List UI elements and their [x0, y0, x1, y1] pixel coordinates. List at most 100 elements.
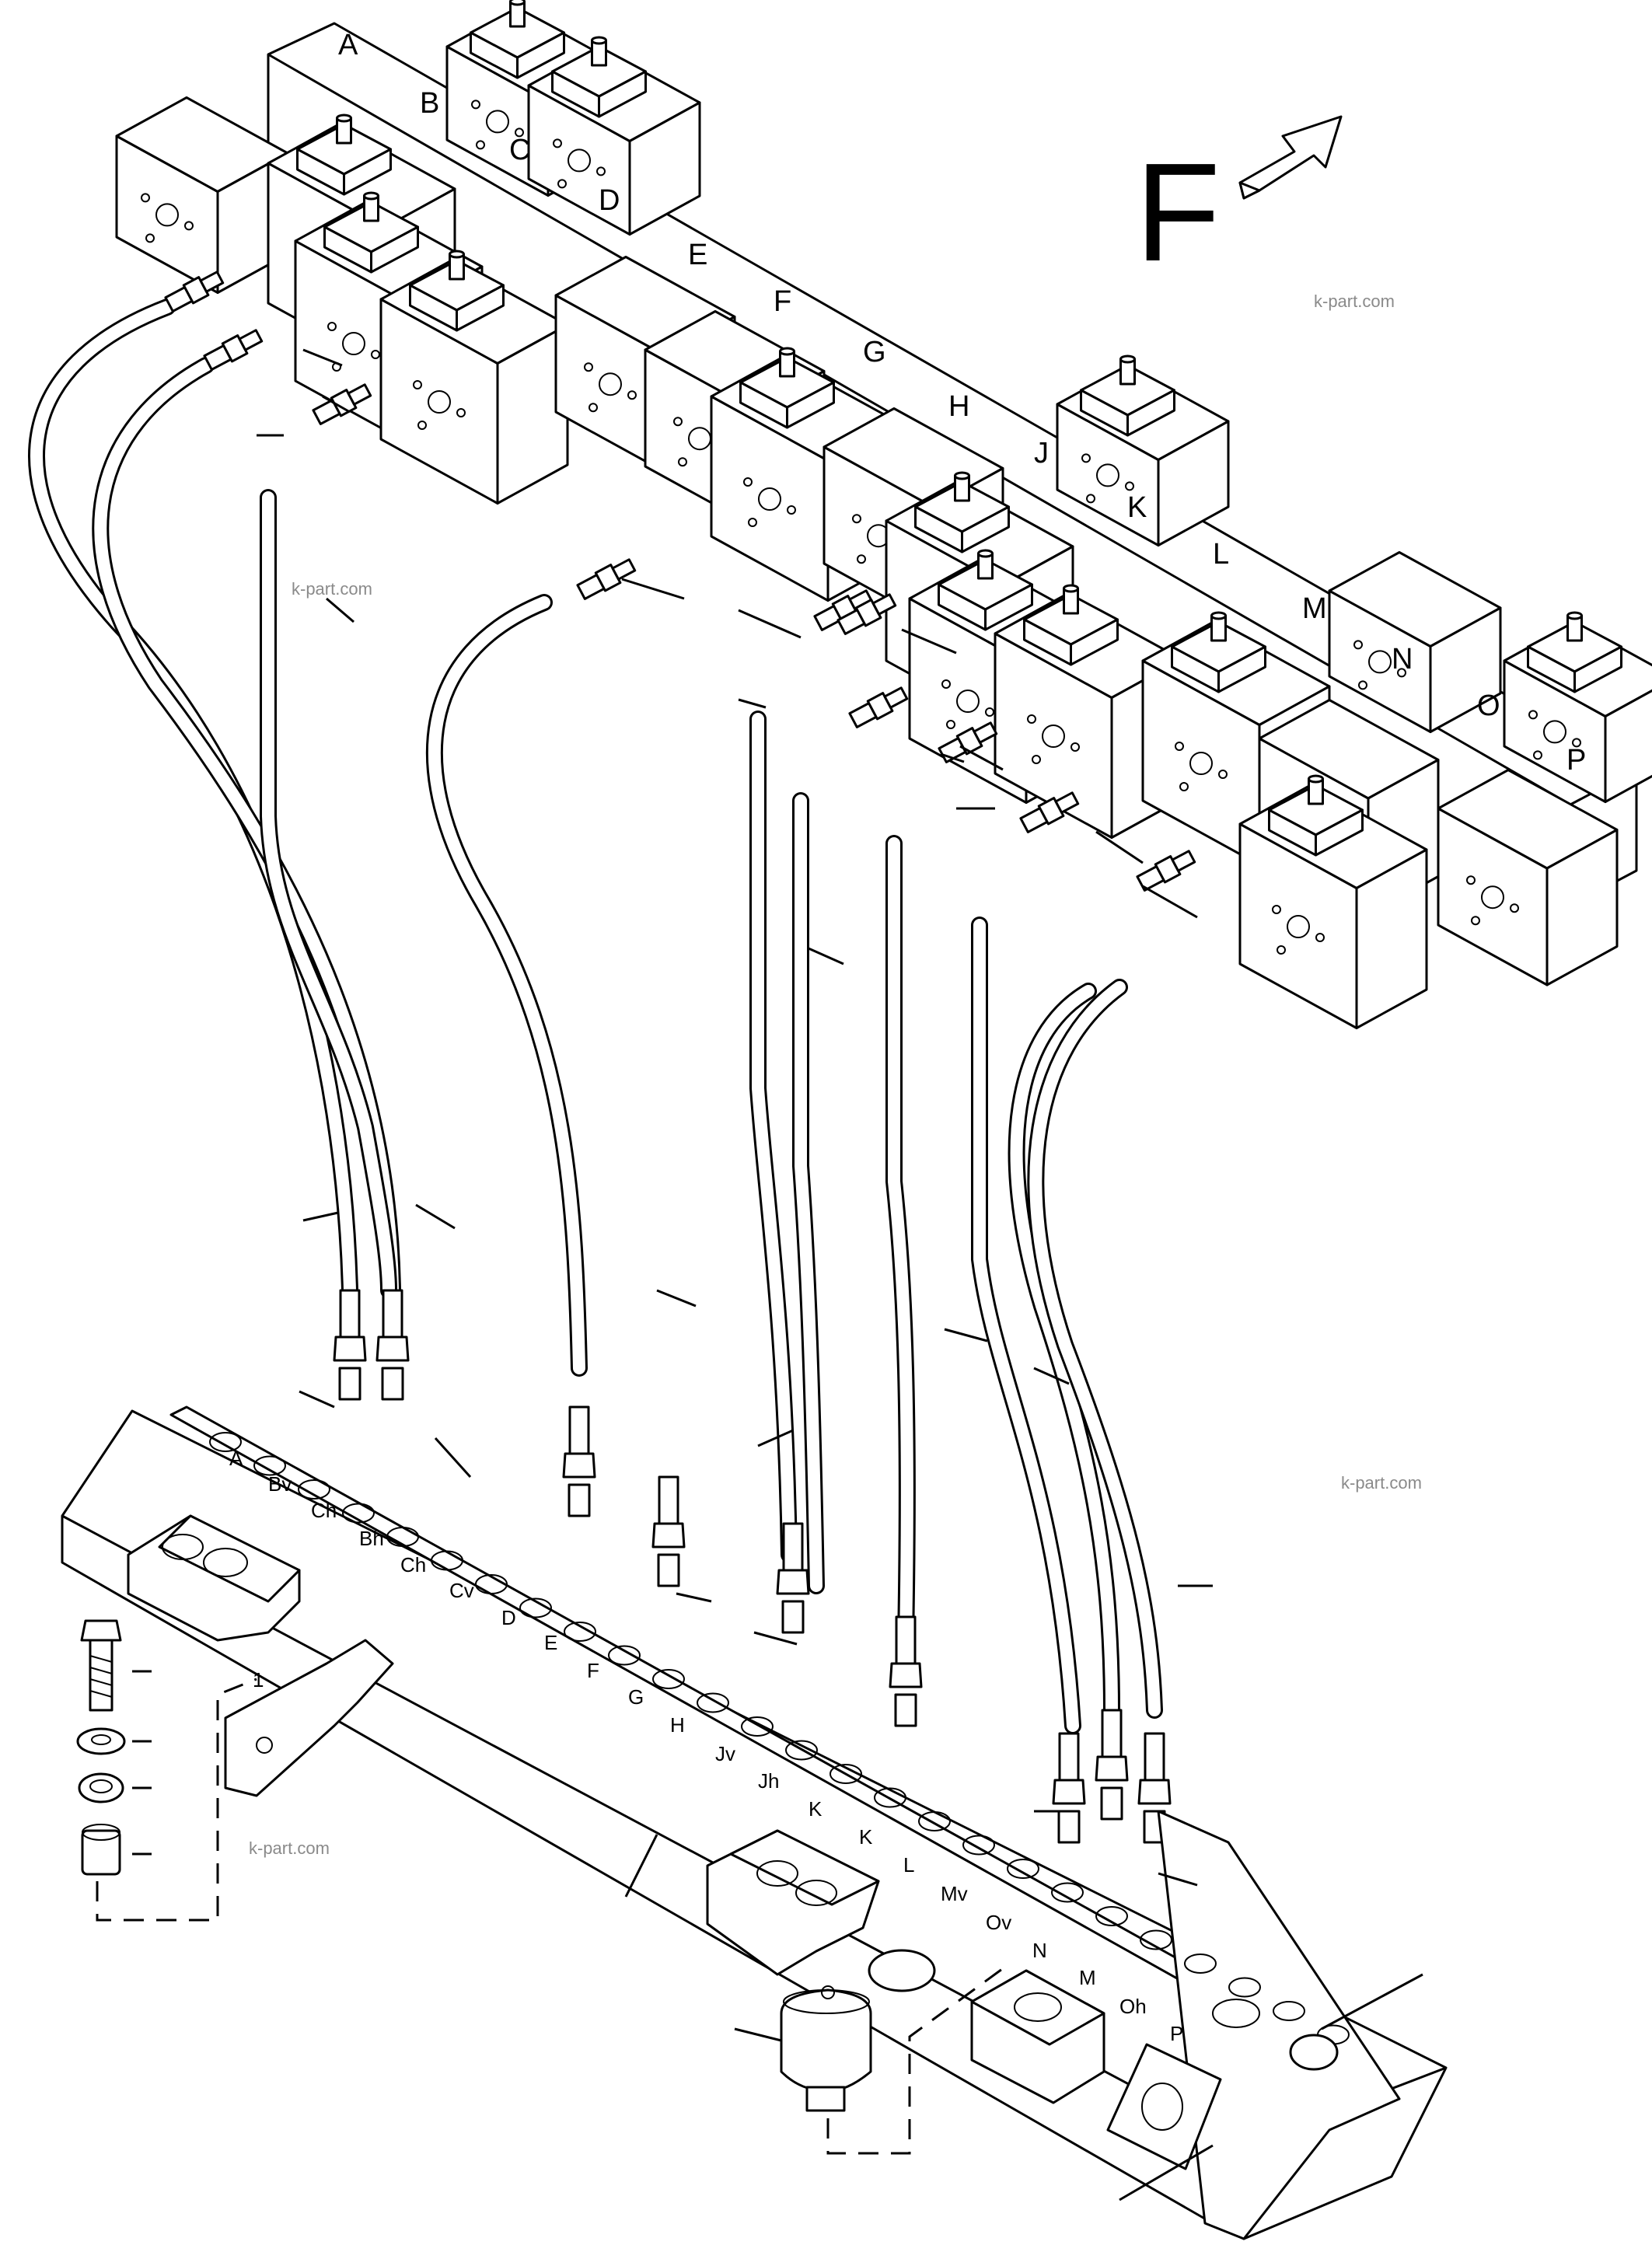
rail-port-label: Ov: [986, 1911, 1011, 1934]
rail-port-label: L: [903, 1853, 914, 1877]
port-block: [970, 1969, 1105, 2104]
rail-end-port: [1212, 1999, 1260, 2028]
rail-port-hole: [785, 1740, 818, 1761]
rail-port-hole: [652, 1669, 685, 1689]
rail-port-label: Cv: [449, 1579, 474, 1602]
hose-end-fitting-icon: [776, 1522, 810, 1634]
flange-plate: [1106, 2043, 1222, 2170]
hose-fitting-icon: [1136, 850, 1196, 892]
hydraulic-hose-icon: [1008, 983, 1120, 1719]
rail-port-label: Jh: [758, 1769, 779, 1793]
rail-port-hole: [342, 1503, 375, 1524]
lock-washer-icon: [78, 1772, 124, 1803]
rail-port-hole: [386, 1527, 419, 1547]
accumulator-icon: [780, 1985, 872, 2112]
top-manifold-label: A: [338, 29, 358, 61]
rail-port-hole: [918, 1811, 951, 1831]
rail-port-label: D: [501, 1606, 516, 1629]
top-manifold-label: G: [863, 336, 886, 368]
rail-port-label: M: [1079, 1966, 1096, 1989]
hydraulic-hose-icon: [1027, 979, 1163, 1719]
figure-letter: F: [1135, 134, 1221, 291]
hose-fitting-icon: [164, 271, 225, 312]
top-manifold-label: P: [1566, 744, 1586, 777]
rail-port-hole: [697, 1692, 729, 1713]
top-manifold-label: K: [1127, 491, 1147, 524]
rail-port-label: K: [809, 1797, 823, 1821]
hose-end-fitting-icon: [375, 1289, 410, 1401]
rail-port-hole: [431, 1550, 463, 1571]
rail-port-label: F: [587, 1659, 599, 1682]
rail-port-label: Ch: [400, 1553, 426, 1576]
top-manifold-label: M: [1302, 592, 1327, 625]
rail-port-hole: [1228, 1977, 1261, 1998]
valve-block-group: [115, 0, 1652, 1029]
valve-block-icon: [115, 96, 289, 294]
top-manifold-label: O: [1477, 690, 1500, 722]
valve-block-icon: [1437, 769, 1619, 986]
washer-icon: [76, 1727, 126, 1755]
rail-port-hole: [1095, 1906, 1128, 1926]
valve-block-icon: [1056, 354, 1230, 546]
rail-port-hole: [209, 1432, 242, 1452]
watermark: k-part.com: [1314, 292, 1395, 311]
hose-fitting-icon: [203, 329, 264, 371]
valve-block-icon: [1503, 611, 1652, 803]
rail-port-label: Bh: [359, 1527, 384, 1550]
end-cap: [868, 1949, 1339, 2071]
top-manifold-label: L: [1213, 538, 1229, 571]
hydraulic-hose-icon: [749, 711, 798, 1563]
rail-port-hole: [962, 1835, 995, 1856]
rail-port-label: P: [1170, 2022, 1183, 2045]
hose-fitting-icon: [312, 383, 372, 425]
leader-lines: [257, 348, 1423, 2201]
rail-port-hole: [564, 1622, 596, 1642]
hardware-stack: [76, 1619, 257, 1922]
rail-port-label: A: [229, 1447, 243, 1470]
hydraulic-hose-icon: [885, 835, 916, 1649]
hose-end-fitting-icon: [562, 1405, 596, 1517]
top-manifold-label: N: [1392, 643, 1413, 676]
rail-port-hole: [741, 1716, 774, 1737]
rail-port-label: G: [628, 1685, 644, 1709]
hose-end-fitting-icon: [333, 1289, 367, 1401]
hose-fitting-icon: [836, 593, 897, 635]
watermark: k-part.com: [292, 579, 372, 599]
callout-number: 1: [253, 1668, 264, 1692]
valve-block-icon: [527, 36, 701, 236]
rail-port-hole: [608, 1645, 641, 1666]
hose-end-fitting-icon: [1052, 1732, 1086, 1844]
rail-port-hole: [1051, 1882, 1084, 1903]
rail-port-label: K: [859, 1825, 873, 1849]
bottom-rail: [61, 1405, 1448, 2240]
top-manifold-label: D: [599, 184, 620, 217]
rail-port-hole: [1007, 1859, 1039, 1879]
valve-block-icon: [379, 250, 569, 505]
rail-port-hole: [253, 1455, 286, 1476]
rail-port-label: E: [544, 1631, 557, 1654]
hydraulic-hose-icon: [425, 594, 588, 1377]
hydraulic-hose-icon: [28, 299, 358, 1299]
hose-end-fitting-icon: [889, 1615, 923, 1727]
valve-block-icon: [1328, 551, 1502, 733]
rail-port-label: Bv: [268, 1472, 292, 1496]
rail-port-label: Mv: [941, 1882, 968, 1905]
hose-end-fitting-icon: [651, 1475, 686, 1587]
valve-block-icon: [1238, 774, 1428, 1029]
hydraulic-hose-icon: [792, 792, 825, 1594]
rail-port-label: Jv: [715, 1742, 735, 1765]
hydraulic-hose-icon: [260, 489, 397, 1299]
mount-block-left: [127, 1514, 301, 1642]
rail-port-hole: [519, 1597, 552, 1618]
top-manifold-label: H: [948, 390, 969, 423]
rail-port-hole: [475, 1574, 508, 1594]
top-manifold-label: B: [420, 87, 439, 120]
rail-port-hole: [1140, 1929, 1172, 1950]
hose-fitting-icon: [576, 558, 637, 600]
rail-port-hole: [874, 1787, 906, 1808]
top-manifold-label: F: [774, 285, 791, 318]
mount-block-center: [706, 1829, 880, 1976]
hydraulic-hose-icon: [92, 357, 401, 1299]
